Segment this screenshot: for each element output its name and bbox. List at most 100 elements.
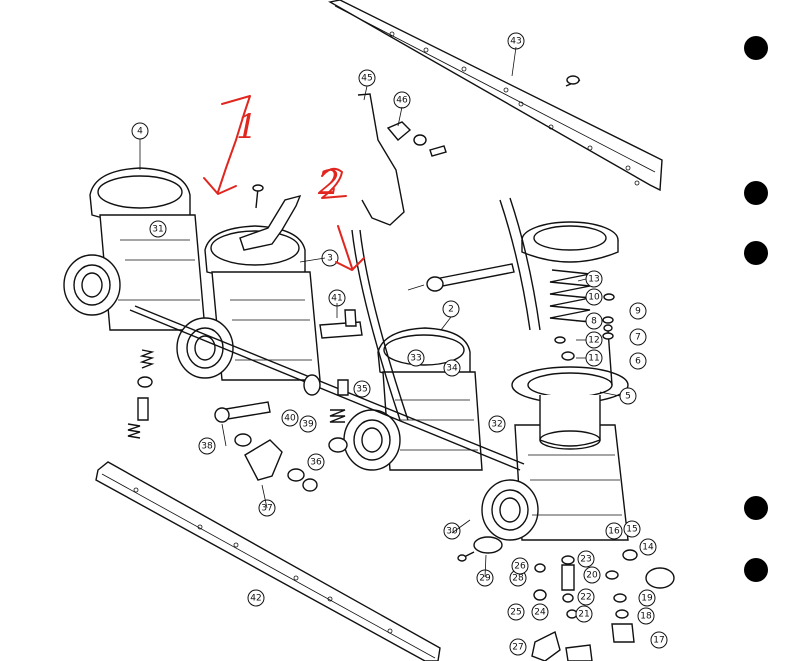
carburetor-body-3 — [176, 225, 321, 381]
small-fittings — [531, 549, 675, 661]
part-label-text: 31 — [152, 225, 163, 235]
margin-dots — [744, 36, 768, 582]
part-label-text: 32 — [491, 420, 502, 430]
part-label-26: 26 — [511, 557, 529, 575]
part-label-text: 29 — [479, 574, 491, 584]
part-label-46: 46 — [393, 91, 411, 109]
part-label-text: 18 — [640, 612, 652, 622]
part-label-text: 30 — [446, 527, 458, 537]
part-label-text: 7 — [635, 333, 641, 343]
part-label-text: 43 — [510, 37, 521, 47]
part-label-text: 37 — [261, 504, 272, 514]
part-label-40: 40 — [281, 409, 299, 427]
part-label-text: 27 — [512, 643, 523, 653]
part-label-13: 13 — [585, 270, 603, 288]
part-label-21: 21 — [575, 605, 593, 623]
part-label-text: 10 — [588, 293, 600, 303]
part-label-4: 4 — [131, 122, 149, 140]
part-label-3: 3 — [321, 249, 339, 267]
part-label-text: 14 — [642, 543, 654, 553]
part-label-text: 8 — [591, 317, 597, 327]
part-label-text: 23 — [580, 555, 591, 565]
part-label-text: 34 — [446, 364, 458, 374]
part-label-text: 2 — [448, 305, 454, 315]
part-label-22: 22 — [577, 588, 595, 606]
part-label-8: 8 — [585, 312, 603, 330]
pilot-screw-set — [328, 379, 349, 453]
part-label-6: 6 — [629, 352, 647, 370]
part-label-41: 41 — [328, 289, 346, 307]
part-label-text: 38 — [201, 442, 213, 452]
part-label-text: 42 — [250, 594, 261, 604]
part-label-text: 26 — [514, 562, 526, 572]
part-label-text: 13 — [588, 275, 599, 285]
part-label-25: 25 — [507, 603, 525, 621]
part-label-text: 9 — [635, 307, 641, 317]
part-label-text: 46 — [396, 96, 408, 106]
annotation-1 — [203, 95, 251, 195]
carburetor-body-2 — [343, 327, 483, 471]
part-label-text: 20 — [586, 571, 598, 581]
part-label-15: 15 — [623, 520, 641, 538]
carburetor-body-4 — [63, 167, 206, 331]
part-label-31: 31 — [149, 220, 167, 238]
piston-spring — [549, 269, 591, 323]
part-label-text: 19 — [641, 594, 653, 604]
part-label-text: 11 — [588, 354, 599, 364]
part-label-2: 2 — [442, 300, 460, 318]
part-label-text: 45 — [361, 74, 372, 84]
part-label-text: 41 — [331, 294, 342, 304]
link-bolt — [214, 374, 321, 447]
part-label-27: 27 — [509, 638, 527, 656]
part-label-16: 16 — [605, 522, 623, 540]
rail-screw — [565, 75, 581, 87]
part-label-38: 38 — [198, 437, 216, 455]
part-label-text: 16 — [608, 527, 620, 537]
part-label-text: 36 — [310, 458, 322, 468]
part-label-text: 3 — [327, 254, 333, 264]
leader-lines — [139, 46, 621, 578]
part-label-5: 5 — [619, 387, 637, 405]
part-label-text: 21 — [578, 610, 589, 620]
annotation-number-1: 1 — [236, 107, 258, 147]
annotation-2 — [321, 167, 365, 271]
throttle-lever — [239, 184, 302, 251]
part-label-7: 7 — [629, 328, 647, 346]
long-bolt — [407, 263, 515, 292]
part-label-text: 12 — [588, 336, 599, 346]
part-label-45: 45 — [358, 69, 376, 87]
part-label-text: 22 — [580, 593, 591, 603]
part-label-text: 5 — [625, 392, 631, 402]
fuel-hose — [499, 197, 541, 331]
top-cap — [521, 221, 619, 263]
part-label-39: 39 — [299, 415, 317, 433]
part-label-text: 35 — [356, 385, 367, 395]
part-label-19: 19 — [638, 589, 656, 607]
annotation-number-2: 2 — [317, 163, 340, 203]
part-label-text: 4 — [137, 127, 143, 137]
carburetor-body-1 — [481, 424, 629, 541]
fuel-tee-fitting — [319, 309, 363, 339]
part-label-text: 39 — [302, 420, 314, 430]
part-label-34: 34 — [443, 359, 461, 377]
part-label-text: 40 — [284, 414, 296, 424]
part-label-14: 14 — [639, 538, 657, 556]
bracket — [386, 121, 447, 157]
diaphragm-piston — [511, 366, 629, 450]
part-label-text: 24 — [534, 608, 546, 618]
part-label-9: 9 — [629, 302, 647, 320]
part-label-text: 17 — [653, 636, 664, 646]
part-label-text: 33 — [410, 354, 421, 364]
part-label-24: 24 — [531, 603, 549, 621]
link-arm-37 — [244, 439, 318, 492]
part-label-36: 36 — [307, 453, 325, 471]
part-label-42: 42 — [247, 589, 265, 607]
part-label-43: 43 — [507, 32, 525, 50]
part-label-text: 15 — [626, 525, 637, 535]
part-label-11: 11 — [585, 349, 603, 367]
choke-rod — [351, 93, 409, 421]
bottom-mounting-rail — [95, 461, 441, 661]
